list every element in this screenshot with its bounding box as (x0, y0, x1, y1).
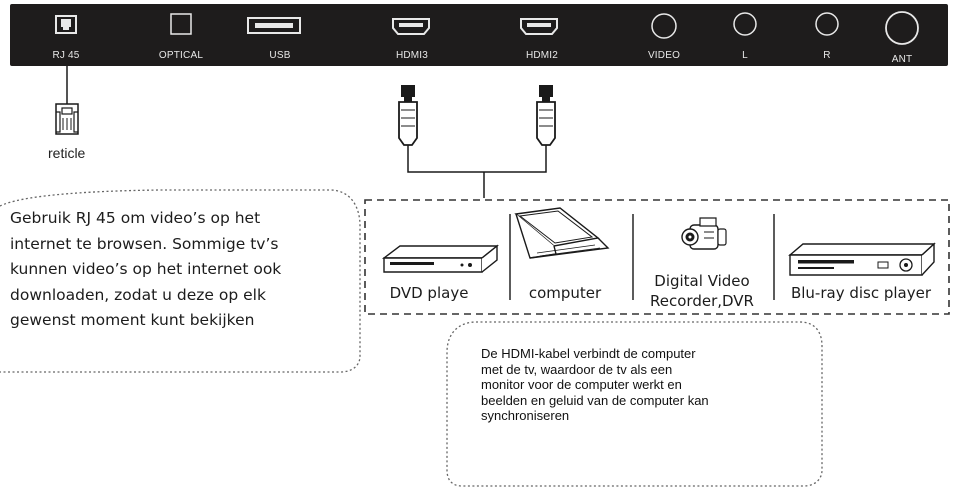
hdmi-note-line: met de tv, waardoor de tv als een (481, 361, 673, 377)
port-label-l: L (742, 50, 748, 61)
optical-port-icon (170, 13, 192, 35)
port-audio-l (730, 4, 760, 66)
hdmi-cable (407, 145, 547, 173)
hdmi-note-line: monitor voor de computer werkt en (481, 377, 682, 392)
port-label-rj45: RJ 45 (52, 50, 80, 61)
port-audio-r (812, 4, 842, 66)
port-label-hdmi2: HDMI2 (525, 50, 559, 61)
port-label-usb: USB (269, 50, 291, 61)
hdmi-callout-box (446, 321, 823, 487)
port-usb (246, 4, 302, 66)
hdmi-note-line: beelden en geluid van de computer kan (481, 392, 709, 408)
rj45-note-line: gewenst moment kunt bekijken (10, 311, 255, 329)
port-hdmi3 (390, 4, 432, 66)
tv-port-panel: RJ 45 OPTICAL USB HDMI3 HDMI2 VIDE (10, 4, 948, 66)
rj45-note-line: Gebruik RJ 45 om video’s op het (10, 209, 261, 227)
hdmi-note-line: synchroniseren (481, 408, 570, 423)
rj45-note: Gebruik RJ 45 om video’s op het internet… (10, 206, 350, 334)
usb-port-icon (247, 17, 301, 34)
camcorder-icon (681, 217, 727, 250)
bluray-player-icon (788, 242, 936, 276)
rj45-note-line: internet te browsen. Sommige tv’s (10, 234, 279, 253)
port-label-hdmi3: HDMI3 (395, 50, 429, 61)
devices-box (364, 199, 950, 315)
device-label-computer: computer (528, 284, 602, 302)
network-plug-label: reticle (48, 145, 86, 161)
port-label-optical: OPTICAL (158, 50, 204, 61)
port-label-ant: ANT (891, 54, 913, 65)
round-jack-icon (733, 12, 757, 36)
port-ant (882, 4, 922, 66)
port-rj45 (54, 4, 78, 66)
rj45-port-icon (55, 15, 77, 34)
port-hdmi2 (518, 4, 560, 66)
device-label-dvr-line1: Digital Video (654, 272, 750, 290)
hdmi-plug-left-icon (398, 85, 418, 146)
rj45-callout-box (0, 189, 361, 373)
device-label-dvd: DVD playe (389, 284, 469, 302)
port-video (648, 4, 680, 66)
dvd-player-icon (381, 244, 499, 273)
hdmi-note-line: De HDMI-kabel verbindt de computer (481, 346, 696, 361)
round-jack-icon (651, 13, 677, 39)
rj45-note-line: downloaden, zodat u deze op elk (10, 285, 266, 304)
hdmi-port-icon (520, 18, 558, 35)
port-label-video: VIDEO (647, 50, 681, 61)
port-optical (168, 4, 194, 66)
antenna-jack-icon (885, 11, 919, 45)
hdmi-note: De HDMI-kabel verbindt de computer met d… (481, 346, 801, 424)
rj45-note-line: kunnen video’s op het internet ook (10, 260, 282, 278)
round-jack-icon (815, 12, 839, 36)
laptop-icon (514, 207, 610, 259)
hdmi-port-icon (392, 18, 430, 35)
device-label-dvr-line2: Recorder,DVR (650, 292, 754, 310)
port-label-r: R (823, 50, 831, 61)
device-label-bluray: Blu-ray disc player (790, 284, 932, 302)
network-plug-icon (55, 103, 79, 135)
hdmi-plug-right-icon (536, 85, 556, 146)
